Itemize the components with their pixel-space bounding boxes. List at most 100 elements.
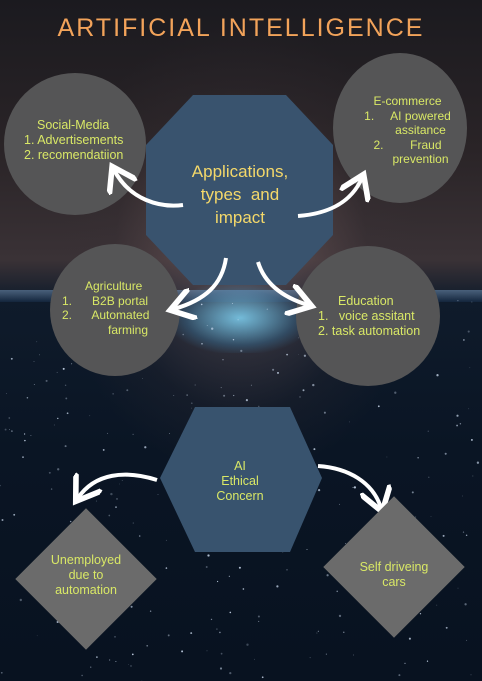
star <box>309 657 311 659</box>
star <box>353 654 355 656</box>
star <box>231 303 233 305</box>
star <box>217 580 219 583</box>
star <box>445 626 448 629</box>
star <box>33 384 35 385</box>
education-heading: Education <box>338 294 394 308</box>
ecommerce-item: assitance <box>395 123 446 137</box>
star <box>298 353 299 355</box>
star <box>339 503 340 505</box>
star <box>167 634 170 637</box>
star <box>257 615 260 618</box>
ecommerce-label: E-commerce 1. AI powered assitance 2. Fr… <box>350 94 465 167</box>
star <box>216 628 218 630</box>
social-media-heading: Social-Media <box>37 118 110 132</box>
social-media-item: 2. recomendatiion <box>24 148 124 162</box>
star <box>317 488 321 492</box>
star <box>62 367 65 370</box>
star <box>436 374 439 377</box>
agriculture-item: farming <box>108 322 149 337</box>
star <box>206 650 208 652</box>
star <box>65 397 68 400</box>
ecommerce-heading: E-commerce <box>373 94 442 108</box>
star <box>470 438 473 441</box>
education-label: Education 1. voice assitant 2. task auto… <box>313 294 438 339</box>
unemployed-line: due to <box>68 568 104 582</box>
star <box>303 354 307 357</box>
star <box>404 662 406 665</box>
center-line: Applications, <box>191 162 289 181</box>
star <box>115 506 117 509</box>
arrow-to-self-driving <box>317 464 381 508</box>
star <box>471 301 473 303</box>
star <box>302 389 305 392</box>
star <box>112 393 114 395</box>
star <box>456 414 459 417</box>
star <box>149 610 152 612</box>
star <box>57 417 59 420</box>
star <box>6 393 7 394</box>
social-media-item: 1. Advertisements <box>24 133 124 147</box>
star <box>242 588 245 590</box>
star <box>336 590 338 593</box>
circle-education <box>296 246 440 386</box>
star <box>430 516 432 517</box>
star <box>190 402 193 405</box>
center-line: impact <box>214 208 266 227</box>
star <box>64 445 67 448</box>
star <box>200 303 203 306</box>
star <box>19 598 22 602</box>
arrow-to-social-media <box>114 170 184 208</box>
ethics-line: Ethical <box>221 474 259 488</box>
star <box>207 554 210 557</box>
star <box>246 643 249 646</box>
star <box>223 394 226 397</box>
star <box>131 653 134 656</box>
ethics-hexagon <box>160 407 322 552</box>
star <box>377 405 380 408</box>
star <box>119 483 120 485</box>
star <box>13 513 16 516</box>
star <box>90 666 92 668</box>
star <box>245 399 248 402</box>
star <box>229 671 232 675</box>
star <box>398 674 401 677</box>
center-octagon <box>146 95 333 285</box>
ecommerce-item: prevention <box>392 152 449 166</box>
star <box>237 319 239 321</box>
star <box>276 585 279 588</box>
star <box>286 568 288 571</box>
star <box>0 671 3 674</box>
star <box>48 471 51 474</box>
star <box>23 433 26 435</box>
star <box>181 650 184 653</box>
star <box>11 430 13 432</box>
star <box>219 667 223 670</box>
unemployed-line: automation <box>55 583 117 597</box>
star <box>349 421 350 423</box>
star <box>220 387 222 389</box>
star <box>114 636 116 638</box>
agriculture-item: 1. B2B portal <box>62 293 149 308</box>
star <box>36 341 38 343</box>
star <box>191 407 192 409</box>
star <box>24 439 26 442</box>
star <box>353 486 357 489</box>
star <box>146 644 149 647</box>
star <box>338 614 342 618</box>
star <box>469 367 471 369</box>
star <box>299 396 301 398</box>
center-line: types and <box>200 185 280 204</box>
star <box>165 567 168 569</box>
star <box>45 379 48 382</box>
star <box>238 566 241 569</box>
star <box>229 611 232 614</box>
star <box>343 631 345 633</box>
star <box>222 358 224 361</box>
star <box>463 339 465 341</box>
agriculture-label: Agriculture 1. B2B portal 2. Automated f… <box>62 279 180 337</box>
star <box>10 357 13 360</box>
star <box>194 384 196 386</box>
star <box>186 394 188 396</box>
arrow-to-education <box>256 261 308 305</box>
star <box>386 456 388 458</box>
